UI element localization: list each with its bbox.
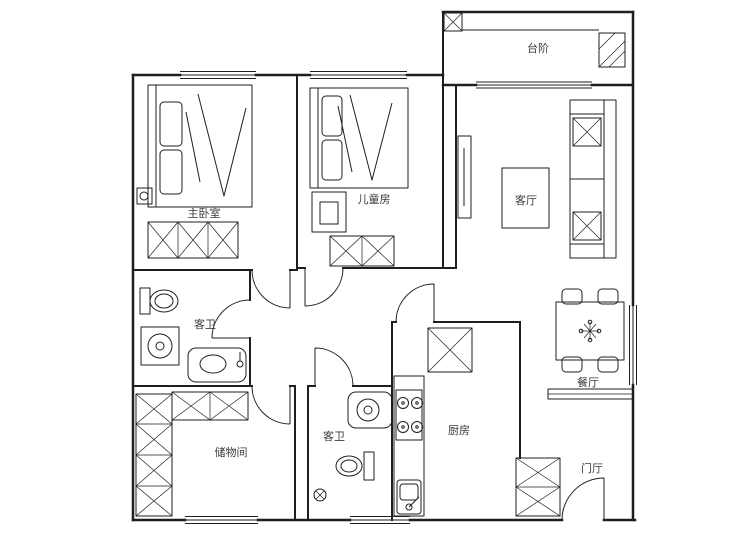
kitchen-sink-icon (396, 479, 422, 515)
bathroom-sink-icon (187, 347, 247, 383)
room-label-entry: 门厅 (581, 461, 603, 475)
windows (180, 29, 637, 524)
room-label-balcony: 台阶 (527, 41, 549, 55)
door-swings (211, 267, 605, 521)
room-label-kitchen: 厨房 (448, 424, 470, 437)
master-wardrobe-icon (147, 221, 239, 259)
fridge-icon (427, 327, 473, 373)
room-label-children-room: 儿童房 (358, 192, 391, 206)
coffee-table-icon (501, 167, 550, 229)
stove-icon (395, 389, 423, 441)
dining-set-icon (555, 288, 625, 373)
balcony-hatch-icon (598, 32, 626, 68)
room-label-dining: 餐厅 (577, 375, 599, 389)
room-label-master-bedroom: 主卧室 (188, 206, 221, 220)
room-labels: 主卧室 儿童房 客厅 台阶 客卫 客卫 储物间 厨房 餐厅 门厅 (188, 41, 604, 475)
toilet2-icon (335, 451, 375, 481)
room-label-bath-main: 客卫 (194, 317, 216, 331)
sofa-icon (569, 99, 617, 259)
child-wardrobe-icon (329, 235, 395, 267)
nightstand-icon (136, 187, 153, 205)
entry-closet-icon (515, 457, 561, 517)
child-bed-icon (309, 87, 409, 189)
storage-shelves-icon (135, 391, 249, 517)
floor-drain-icon (313, 488, 327, 502)
tv-cabinet-icon (457, 135, 472, 219)
kitchen-counter-icon (393, 375, 425, 517)
bathroom2-sink-icon (347, 391, 393, 429)
plant-icon (578, 319, 602, 343)
sideboard-icon (547, 388, 634, 400)
master-bed-icon (147, 84, 253, 208)
outer-walls (131, 10, 637, 522)
washing-machine-icon (140, 326, 180, 366)
child-desk-icon (311, 191, 347, 233)
toilet-icon (139, 287, 179, 315)
room-label-bath-second: 客卫 (323, 429, 345, 443)
room-label-storage: 储物间 (215, 445, 248, 459)
room-label-living-room: 客厅 (515, 193, 537, 207)
balcony-column-icon (443, 12, 463, 32)
